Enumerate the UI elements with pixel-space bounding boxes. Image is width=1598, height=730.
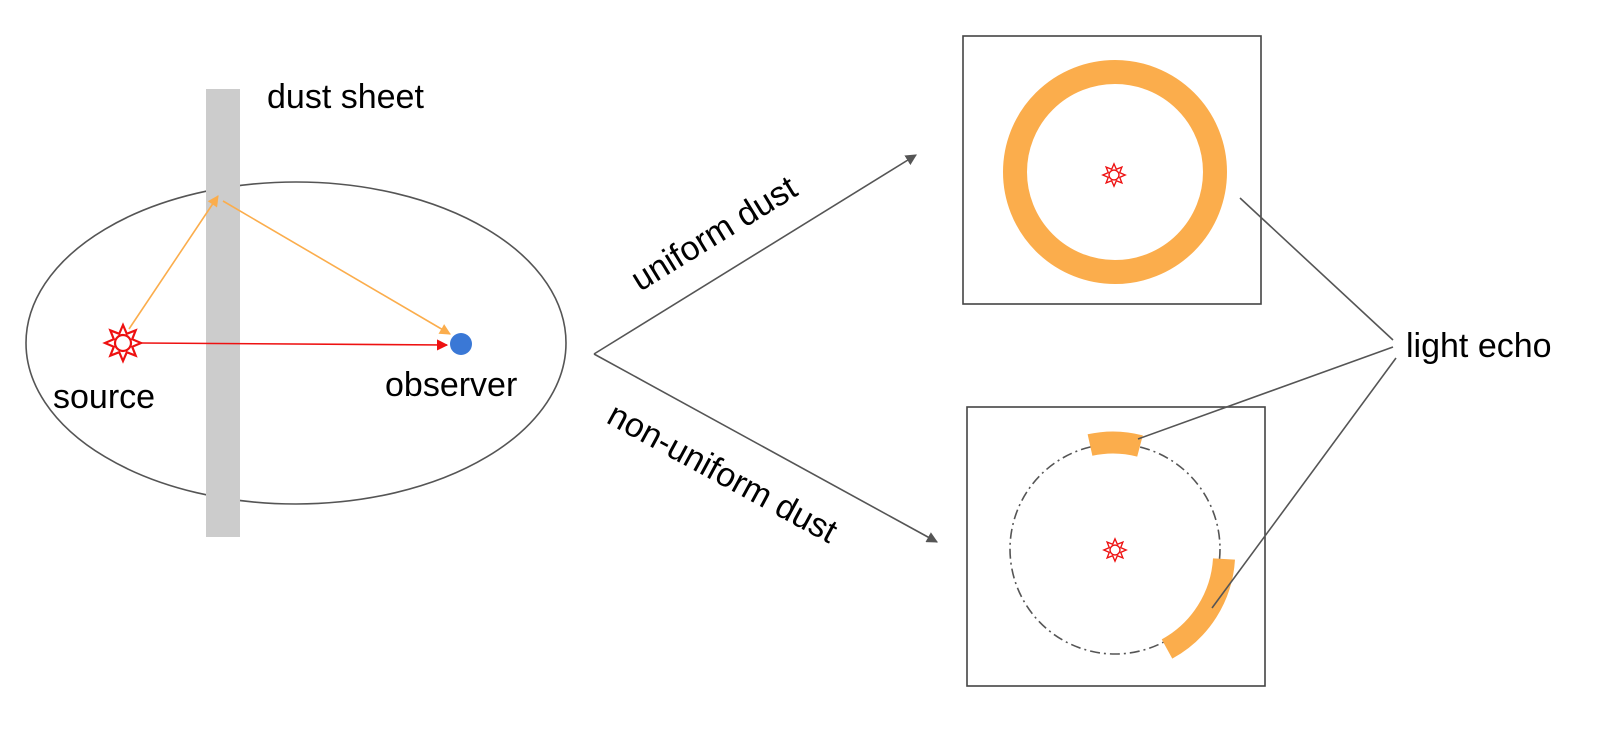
light-echo-label: light echo — [1406, 327, 1552, 365]
source-label: source — [53, 378, 155, 416]
uniform-echo-panel — [962, 35, 1262, 305]
direct-light-arrow — [139, 339, 449, 351]
callout-line-lower-arc — [1211, 357, 1397, 609]
equal-delay-ellipse — [25, 181, 567, 505]
non-uniform-echo-panel — [966, 406, 1266, 687]
observer-label: observer — [385, 366, 517, 404]
scattered-light-outgoing-arrow — [222, 200, 451, 335]
callout-line-uniform — [1239, 197, 1394, 341]
branch-arrows: uniform dust non-uniform dust — [593, 154, 938, 551]
echo-arc-top — [1087, 431, 1143, 457]
star-icon — [1102, 163, 1126, 187]
uniform-echo-ring — [1003, 60, 1227, 284]
dot-icon — [450, 333, 472, 355]
dust-sheet — [206, 89, 240, 537]
star-icon — [1103, 538, 1127, 562]
dust-sheet-label: dust sheet — [267, 78, 424, 116]
star-icon — [103, 323, 143, 363]
scattered-light-incoming-arrow — [128, 195, 219, 330]
echo-arc-lower-right — [1161, 558, 1235, 659]
callout-line-top-arc — [1137, 346, 1394, 440]
non-uniform-branch-arrow — [593, 353, 938, 543]
uniform-branch-arrow — [593, 154, 917, 355]
light-echo-callout: light echo — [1137, 197, 1552, 609]
geometry-panel: dust sheet source observer — [25, 78, 567, 537]
non-uniform-dust-label: non-uniform dust — [601, 396, 844, 551]
